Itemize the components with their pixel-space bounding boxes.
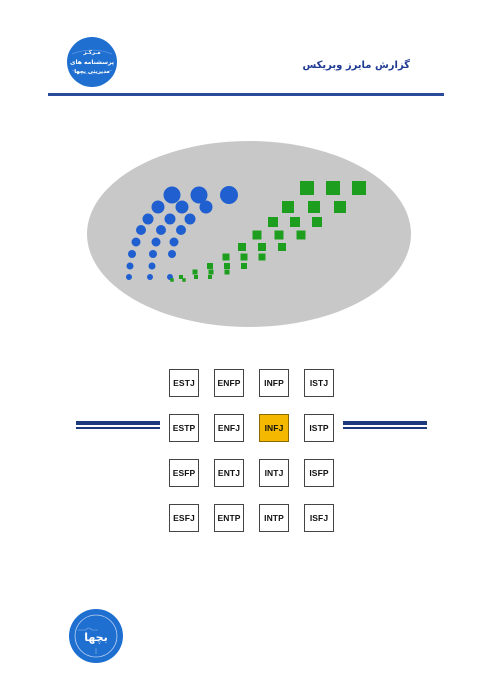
green-square xyxy=(326,181,340,195)
blue-dot xyxy=(136,225,146,235)
type-box-intp: INTP xyxy=(259,504,289,532)
type-box-infj-selected: INFJ xyxy=(259,414,289,442)
blue-dot xyxy=(151,237,161,247)
blue-dot xyxy=(184,213,196,225)
right-decorative-rule xyxy=(343,421,427,429)
type-box-entp: ENTP xyxy=(214,504,244,532)
logo-circle-icon xyxy=(67,37,117,87)
blue-dot xyxy=(199,200,213,214)
grey-ellipse xyxy=(87,141,411,327)
green-square xyxy=(296,230,306,240)
green-square xyxy=(208,275,212,279)
blue-dot xyxy=(131,237,141,247)
type-box-isfp: ISFP xyxy=(304,459,334,487)
green-square xyxy=(222,253,230,261)
green-square xyxy=(352,181,366,195)
blue-dot xyxy=(220,186,238,204)
blue-dot xyxy=(128,250,136,258)
blue-dot-pattern xyxy=(126,186,238,280)
green-square xyxy=(194,275,198,279)
type-box-esfj: ESFJ xyxy=(169,504,199,532)
green-square xyxy=(268,217,278,227)
green-square xyxy=(290,217,300,227)
logo-bottom: بچها xyxy=(69,609,123,663)
bachha-logo-text: بچها xyxy=(84,631,107,644)
blue-dot xyxy=(190,186,208,204)
blue-dot xyxy=(147,274,153,280)
mbti-type-grid: ESTJ ENFP INFP ISTJ ESTP ENFJ INFJ ISTP … xyxy=(169,369,335,535)
blue-dot xyxy=(176,225,186,235)
blue-dot xyxy=(169,237,179,247)
blue-dot xyxy=(142,213,154,225)
green-square xyxy=(312,217,322,227)
green-square xyxy=(252,230,262,240)
green-square xyxy=(308,201,320,213)
green-square xyxy=(208,269,214,275)
type-box-entj: ENTJ xyxy=(214,459,244,487)
type-box-esfp: ESFP xyxy=(169,459,199,487)
green-square xyxy=(241,263,247,269)
green-square xyxy=(258,253,266,261)
green-square xyxy=(282,201,294,213)
left-decorative-rule xyxy=(76,421,160,429)
logo-line-1: مـرکـز xyxy=(82,49,100,56)
green-square xyxy=(224,269,230,275)
blue-dot xyxy=(168,250,176,258)
blue-dot xyxy=(149,250,157,258)
header-divider xyxy=(48,93,444,96)
type-box-enfj: ENFJ xyxy=(214,414,244,442)
green-square xyxy=(334,201,346,213)
blue-dot xyxy=(148,262,156,270)
blue-dot xyxy=(151,200,165,214)
type-box-estp: ESTP xyxy=(169,414,199,442)
logo-line-3: مدیریتی بچها xyxy=(74,69,110,75)
type-box-isfj: ISFJ xyxy=(304,504,334,532)
type-box-estj: ESTJ xyxy=(169,369,199,397)
type-box-enfp: ENFP xyxy=(214,369,244,397)
blue-dot xyxy=(175,200,189,214)
green-square xyxy=(207,263,213,269)
green-square xyxy=(170,278,174,282)
green-square xyxy=(192,269,198,275)
blue-dot xyxy=(163,186,181,204)
blue-dot xyxy=(126,274,132,280)
type-box-intj: INTJ xyxy=(259,459,289,487)
type-box-istp: ISTP xyxy=(304,414,334,442)
logo-line-2: پرسشنامه های xyxy=(70,59,114,66)
blue-dot xyxy=(156,225,166,235)
report-title: گزارش مایرز وبریکس xyxy=(302,60,410,71)
green-square xyxy=(182,278,186,282)
green-square xyxy=(238,243,246,251)
green-square xyxy=(274,230,284,240)
green-square xyxy=(278,243,286,251)
green-square xyxy=(179,275,183,279)
green-square xyxy=(240,253,248,261)
green-square xyxy=(224,263,230,269)
cover-illustration xyxy=(87,141,411,327)
green-square xyxy=(300,181,314,195)
green-square xyxy=(258,243,266,251)
type-box-istj: ISTJ xyxy=(304,369,334,397)
bachha-logo-circle-icon xyxy=(69,609,123,663)
green-square-pattern xyxy=(170,181,366,282)
blue-dot xyxy=(126,262,134,270)
logo-top: مـرکـز پرسشنامه های مدیریتی بچها xyxy=(67,37,117,87)
type-box-infp: INFP xyxy=(259,369,289,397)
blue-dot xyxy=(164,213,176,225)
